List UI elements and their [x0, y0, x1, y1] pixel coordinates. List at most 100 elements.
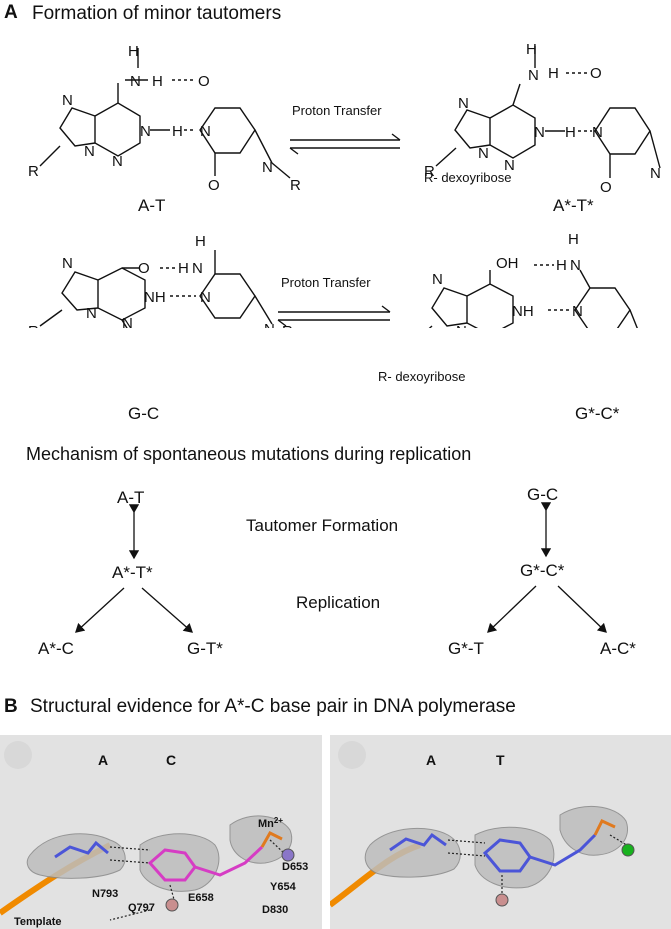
- template-label: Template: [14, 916, 61, 928]
- atom-label: H: [172, 123, 183, 140]
- structure-g-star-c-star: H OH H N N NH N N N NH O N R: [428, 231, 638, 328]
- atom-label: N: [264, 321, 275, 328]
- atom-label: NH: [144, 289, 166, 306]
- water-sphere: [165, 898, 179, 912]
- atom-label: H: [178, 260, 189, 277]
- atom-label: N: [534, 124, 545, 141]
- structure-g-c: H O H N N NH N N N NH O N R R: [28, 233, 293, 328]
- arrow-left-out1: [75, 587, 125, 633]
- atom-label: N: [62, 255, 73, 272]
- atom-label: H: [565, 124, 576, 141]
- equilibrium-arrow-top: [289, 133, 401, 155]
- pair-label-a-t: A-T: [138, 196, 166, 215]
- atom-label: N: [112, 153, 123, 170]
- atom-label: N: [432, 271, 443, 288]
- panel-a-letter: A: [4, 2, 18, 23]
- tautomer-formation-label: Tautomer Formation: [246, 516, 399, 535]
- atom-label: N: [478, 145, 489, 162]
- mn-label: Mn2+: [258, 816, 283, 830]
- flow-right-out1: G*-T: [448, 639, 484, 658]
- atom-label: O: [198, 73, 210, 90]
- panel-a-title: Formation of minor tautomers: [32, 3, 282, 24]
- atom-label: NH: [512, 303, 534, 320]
- residue-e658: E658: [188, 892, 214, 904]
- atom-label: N: [200, 289, 211, 306]
- water-sphere: [495, 893, 509, 907]
- mechanism-title: Mechanism of spontaneous mutations durin…: [26, 444, 472, 464]
- atom-label: R: [28, 323, 39, 328]
- atom-label: N: [458, 95, 469, 112]
- flow-right-top: G-C: [527, 485, 559, 504]
- flow-right-mid: G*-C*: [520, 561, 565, 580]
- arrow-right-out2: [557, 585, 607, 633]
- arrow-left-out2: [141, 587, 193, 633]
- atom-label: N: [592, 124, 603, 141]
- atom-label: O: [600, 179, 612, 196]
- crystal-structure-right: A T: [330, 735, 671, 929]
- atom-label: N: [528, 67, 539, 84]
- residue-n793: N793: [92, 888, 118, 900]
- atom-label: N: [130, 73, 141, 90]
- residue-q797: Q797: [128, 902, 155, 914]
- atom-label: R: [424, 163, 435, 180]
- atom-label: N: [62, 92, 73, 109]
- atom-label: N: [570, 257, 581, 274]
- residue-d830: D830: [262, 904, 288, 916]
- atom-label: R: [282, 323, 293, 328]
- pair-label-g-c: G-C: [128, 404, 160, 423]
- atom-label: H: [568, 231, 579, 248]
- panel-b-title: Structural evidence for A*-C base pair i…: [30, 696, 516, 717]
- flow-left-top: A-T: [117, 488, 145, 507]
- proton-transfer-label-top: Proton Transfer: [292, 103, 382, 118]
- base-label-t: T: [496, 752, 505, 768]
- structure-a-star-t-star: H N H O N N N H N N N O R: [424, 41, 661, 196]
- corner-disc: [4, 741, 32, 769]
- base-label-a-right: A: [426, 752, 436, 768]
- flow-left-out2: G-T*: [187, 639, 223, 658]
- panel-b-letter: B: [4, 696, 18, 717]
- atom-label: O: [590, 65, 602, 82]
- atom-label: H: [195, 233, 206, 250]
- residue-d653: D653: [282, 861, 308, 873]
- tautomer-structures: H N H O N N N H N N N O R R H N H O N N …: [28, 41, 661, 328]
- base-label-a-left: A: [98, 752, 108, 768]
- atom-label: N: [84, 143, 95, 160]
- mechanism-arrows: [75, 502, 607, 633]
- atom-label: N: [262, 159, 273, 176]
- atom-label: O: [208, 177, 220, 194]
- proton-transfer-label-bottom: Proton Transfer: [281, 275, 371, 290]
- corner-disc: [338, 741, 366, 769]
- atom-label: N: [456, 323, 467, 328]
- atom-label: N: [192, 260, 203, 277]
- r-dexoyribose-label-top: R- dexoyribose: [424, 170, 512, 185]
- atom-label: R: [28, 163, 39, 180]
- atom-label: H: [128, 43, 139, 60]
- r-dexoyribose-label-bottom: R- dexoyribose: [378, 369, 466, 384]
- atom-label: N: [140, 123, 151, 140]
- replication-label: Replication: [296, 593, 381, 612]
- base-label-c: C: [166, 752, 176, 768]
- flow-left-mid: A*-T*: [112, 563, 153, 582]
- crystal-structure-left: A C Mn2+ D653 Y654 D830 E658 N793 Q797 T…: [0, 735, 322, 929]
- pair-label-g-star-c-star: G*-C*: [575, 404, 620, 423]
- residue-y654: Y654: [270, 881, 297, 893]
- atom-label: H: [152, 73, 163, 90]
- mn-ion: [281, 848, 295, 862]
- metal-ion: [621, 843, 635, 857]
- atom-label: N: [504, 157, 515, 174]
- atom-label: O: [138, 260, 150, 277]
- atom-label: N: [572, 303, 583, 320]
- pair-label-a-star-t-star: A*-T*: [553, 196, 594, 215]
- atom-label: N: [200, 123, 211, 140]
- flow-right-out2: A-C*: [600, 639, 636, 658]
- atom-label: H: [548, 65, 559, 82]
- atom-label: N: [86, 305, 97, 322]
- arrow-right-out1: [487, 585, 537, 633]
- equilibrium-arrow-bottom: [277, 305, 391, 327]
- structure-a-t: H N H O N N N H N N N O R R: [28, 43, 301, 194]
- flow-left-out1: A*-C: [38, 639, 74, 658]
- atom-label: R: [290, 177, 301, 194]
- atom-label: N: [122, 315, 133, 328]
- atom-label: OH: [496, 255, 519, 272]
- atom-label: H: [556, 257, 567, 274]
